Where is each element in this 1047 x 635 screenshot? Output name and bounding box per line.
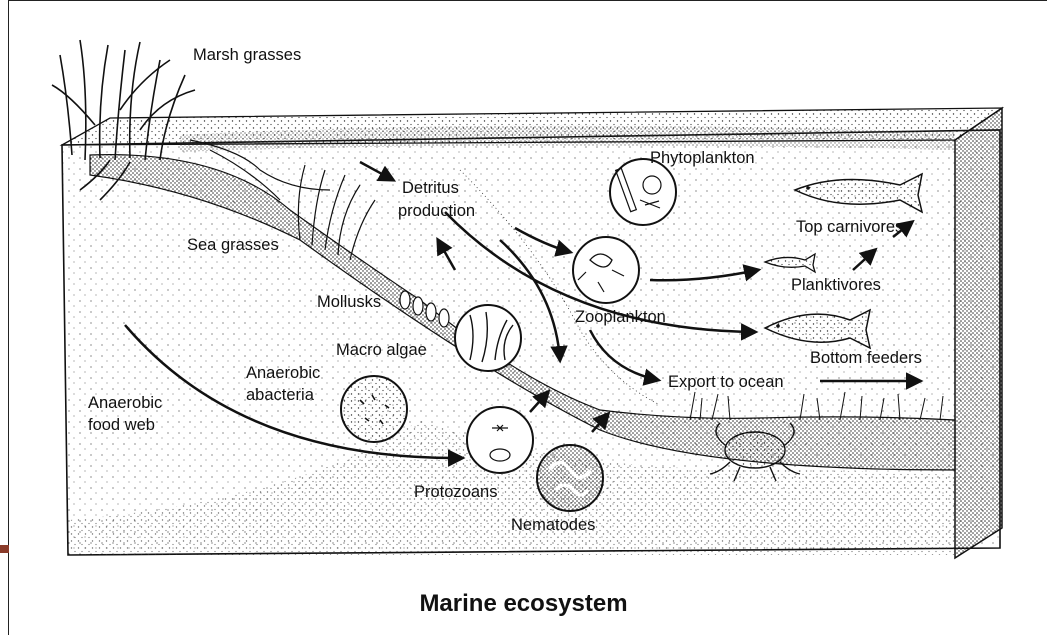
phytoplankton-circle — [610, 159, 676, 225]
label-zooplankton: Zooplankton — [575, 308, 666, 326]
macro-algae-circle — [455, 305, 521, 371]
label-mollusks: Mollusks — [317, 293, 381, 311]
label-production: production — [398, 202, 475, 220]
label-bottom-feeders: Bottom feeders — [810, 349, 922, 367]
label-sea-grasses: Sea grasses — [187, 236, 279, 254]
marine-ecosystem-diagram: Marsh grasses Detritus production Phytop… — [0, 0, 1047, 580]
label-planktivores: Planktivores — [791, 276, 881, 294]
label-export-to-ocean: Export to ocean — [668, 373, 784, 391]
zooplankton-circle — [573, 237, 639, 303]
figure-caption: Marine ecosystem — [0, 590, 1047, 618]
nematodes-circle — [537, 445, 603, 511]
label-marsh-grasses: Marsh grasses — [193, 46, 301, 64]
label-anaerobic-bacteria-line1: Anaerobic — [246, 364, 320, 382]
label-nematodes: Nematodes — [511, 516, 595, 534]
label-anaerobic-bacteria-line2: abacteria — [246, 386, 315, 404]
label-detritus: Detritus — [402, 179, 459, 197]
label-phytoplankton: Phytoplankton — [650, 149, 755, 167]
bacteria-circle — [341, 376, 407, 442]
label-macro-algae: Macro algae — [336, 341, 427, 359]
label-protozoans: Protozoans — [414, 483, 497, 501]
label-top-carnivores: Top carnivores — [796, 218, 903, 236]
label-anaerobic-food-web-line2: food web — [88, 416, 155, 434]
label-anaerobic-food-web-line1: Anaerobic — [88, 394, 162, 412]
protozoans-circle — [467, 407, 533, 473]
